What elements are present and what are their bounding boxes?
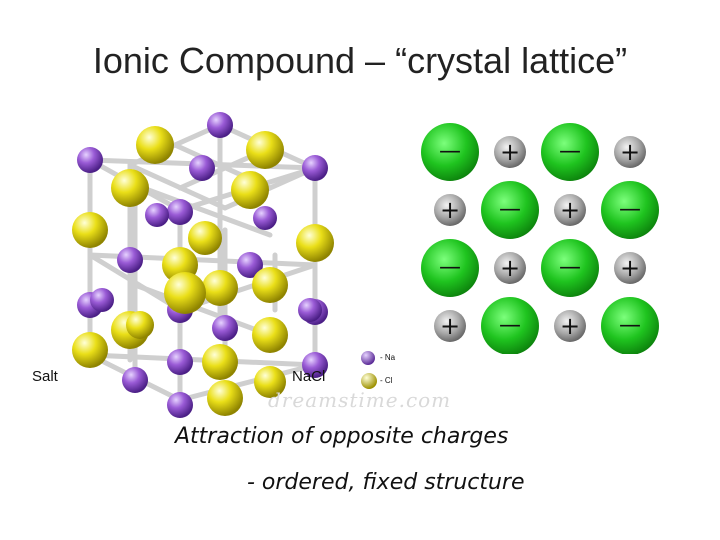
cl-atom — [246, 131, 284, 169]
na-atom — [207, 112, 233, 138]
plus-sign: + — [440, 196, 460, 224]
na-atom — [212, 315, 238, 341]
minus-sign: — — [619, 197, 641, 222]
cl-legend-swatch — [361, 373, 377, 389]
plus-sign: + — [500, 138, 520, 166]
cl-atom — [202, 270, 238, 306]
minus-sign: — — [439, 139, 461, 164]
cl-legend-label: - Cl — [380, 376, 393, 385]
salt-label: Salt — [32, 368, 58, 385]
anion-ion: — — [541, 123, 599, 181]
caption-line-1: Attraction of opposite charges — [175, 424, 509, 449]
na-atom — [167, 349, 193, 375]
anion-ion: — — [601, 181, 659, 239]
na-atom — [302, 155, 328, 181]
plus-sign: + — [620, 254, 640, 282]
na-atom — [167, 392, 193, 418]
anion-ion: — — [541, 239, 599, 297]
plus-sign: + — [440, 312, 460, 340]
watermark: dreamstime.com — [268, 388, 452, 412]
minus-sign: — — [499, 313, 521, 338]
plus-sign: + — [560, 312, 580, 340]
cation-ion: + — [434, 194, 466, 226]
ion-grid-diagram: — + — + + — + — — + — + + — + — — [421, 123, 659, 354]
cl-atom — [254, 366, 286, 398]
na-atom — [189, 155, 215, 181]
cl-atom — [252, 267, 288, 303]
cl-atom — [188, 221, 222, 255]
na-atom — [117, 247, 143, 273]
cl-atom — [231, 171, 269, 209]
plus-sign: + — [560, 196, 580, 224]
cl-atom — [126, 311, 154, 339]
anion-ion: — — [481, 181, 539, 239]
cl-atom — [296, 224, 334, 262]
na-atom — [237, 252, 263, 278]
slide-title: Ionic Compound – “crystal lattice” — [92, 40, 628, 81]
nacl-lattice-diagram — [72, 112, 334, 418]
cl-atom — [207, 380, 243, 416]
na-legend-swatch — [361, 351, 375, 365]
cl-atom — [252, 317, 288, 353]
na-atom — [302, 352, 328, 378]
anion-ion: — — [601, 297, 659, 354]
na-atom — [167, 199, 193, 225]
na-atom — [253, 206, 277, 230]
minus-sign: — — [499, 197, 521, 222]
cl-atom — [202, 344, 238, 380]
cl-atom — [111, 169, 149, 207]
anion-ion: — — [421, 123, 479, 181]
plus-sign: + — [500, 254, 520, 282]
cation-ion: + — [614, 252, 646, 284]
cl-atom — [136, 126, 174, 164]
anion-ion: — — [481, 297, 539, 354]
cation-ion: + — [494, 136, 526, 168]
na-atom — [122, 367, 148, 393]
minus-sign: — — [559, 255, 581, 280]
minus-sign: — — [619, 313, 641, 338]
formula-label: NaCl — [292, 368, 326, 385]
lattice-atoms — [72, 112, 334, 418]
cation-ion: + — [554, 194, 586, 226]
cation-ion: + — [494, 252, 526, 284]
na-atom — [77, 147, 103, 173]
minus-sign: — — [559, 139, 581, 164]
na-atom — [90, 288, 114, 312]
cation-ion: + — [434, 310, 466, 342]
minus-sign: — — [439, 255, 461, 280]
cation-ion: + — [554, 310, 586, 342]
caption-line-2: - ordered, fixed structure — [247, 470, 525, 495]
na-atom — [145, 203, 169, 227]
plus-sign: + — [620, 138, 640, 166]
cl-atom — [72, 212, 108, 248]
na-legend-label: - Na — [380, 353, 396, 362]
na-atom — [298, 298, 322, 322]
anion-ion: — — [421, 239, 479, 297]
cl-atom — [72, 332, 108, 368]
cation-ion: + — [614, 136, 646, 168]
cl-atom — [164, 272, 206, 314]
